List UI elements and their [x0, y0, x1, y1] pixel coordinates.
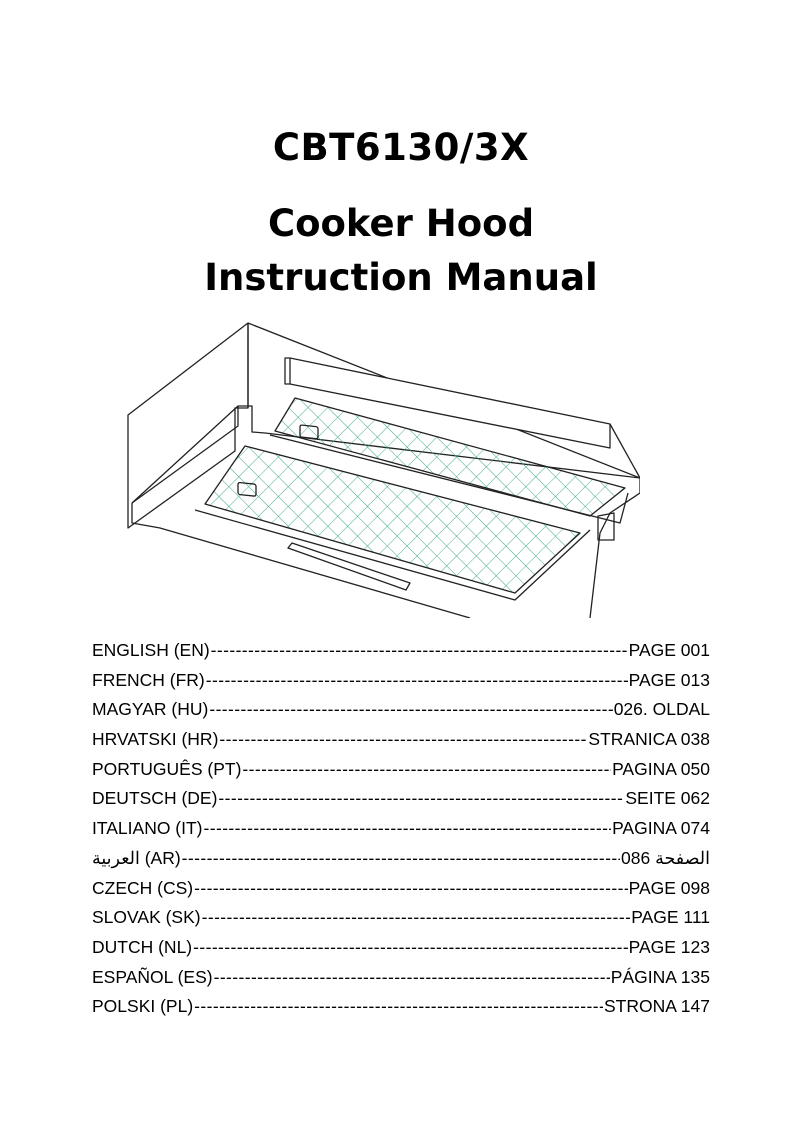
toc-page: PAGINA 050: [612, 758, 710, 779]
toc-entry-pl[interactable]: POLSKI (PL) STRONA 147: [92, 996, 710, 1026]
toc-language: POLSKI (PL): [92, 996, 194, 1017]
toc-entry-hu[interactable]: MAGYAR (HU) 026. OLDAL: [92, 699, 710, 729]
toc-language: ENGLISH (EN): [92, 640, 210, 660]
toc-entry-cs[interactable]: CZECH (CS) PAGE 098: [92, 878, 710, 908]
toc-page: PAGE 001: [628, 640, 710, 660]
document-title-line1: Cooker Hood: [267, 202, 535, 245]
toc-page: PAGE 123: [628, 936, 710, 957]
toc-page: PAGE 111: [631, 907, 710, 928]
document-title-line2: Instruction Manual: [204, 256, 598, 299]
toc-language: ITALIANO (IT): [92, 818, 203, 839]
toc-entry-ar[interactable]: العربية (AR) 086 الصفحة: [92, 848, 710, 878]
toc-entry-hr[interactable]: HRVATSKI (HR) STRANICA 038: [92, 729, 710, 759]
toc-page: PAGINA 074: [612, 818, 710, 839]
toc-page: 086 الصفحة: [621, 847, 710, 868]
toc-page: 026. OLDAL: [613, 699, 710, 720]
toc-language: SLOVAK (SK): [92, 907, 201, 928]
toc-leader: [193, 937, 627, 958]
toc-entry-nl[interactable]: DUTCH (NL) PAGE 123: [92, 937, 710, 967]
model-number: CBT6130/3X: [272, 126, 530, 169]
toc-language: PORTUGUÊS (PT): [92, 758, 242, 779]
toc-entry-en[interactable]: ENGLISH (EN) PAGE 001: [92, 640, 710, 670]
toc-leader: [194, 878, 628, 899]
toc-page: PÁGINA 135: [610, 966, 710, 987]
toc-leader: [206, 670, 628, 691]
toc-entry-it[interactable]: ITALIANO (IT) PAGINA 074: [92, 818, 710, 848]
toc-leader: [219, 729, 587, 750]
toc-language: DUTCH (NL): [92, 936, 193, 957]
toc-page: PAGE 098: [628, 877, 710, 898]
toc-page: PAGE 013: [628, 669, 710, 690]
toc-entry-de[interactable]: DEUTSCH (DE) SEITE 062: [92, 788, 710, 818]
cooker-hood-illustration: [127, 322, 640, 618]
toc-page: SEITE 062: [625, 788, 710, 809]
toc-leader: [214, 967, 610, 988]
toc-leader: [202, 907, 631, 928]
toc-leader: [194, 996, 603, 1017]
toc-leader: [242, 759, 611, 780]
toc-language: FRENCH (FR): [92, 669, 205, 690]
toc-language: CZECH (CS): [92, 877, 194, 898]
language-table-of-contents: ENGLISH (EN) PAGE 001 FRENCH (FR) PAGE 013…: [92, 640, 710, 1026]
toc-leader: [218, 788, 624, 809]
toc-leader: [182, 848, 620, 869]
toc-page: STRONA 147: [603, 996, 710, 1017]
toc-leader: [204, 818, 612, 839]
toc-language: العربية (AR): [92, 847, 181, 868]
toc-page: STRANICA 038: [588, 729, 710, 750]
toc-language: DEUTSCH (DE): [92, 788, 218, 809]
toc-leader: [209, 699, 612, 720]
toc-language: MAGYAR (HU): [92, 699, 209, 720]
toc-entry-sk[interactable]: SLOVAK (SK) PAGE 111: [92, 907, 710, 937]
toc-language: HRVATSKI (HR): [92, 729, 219, 750]
toc-leader: [211, 640, 628, 661]
toc-entry-pt[interactable]: PORTUGUÊS (PT) PAGINA 050: [92, 759, 710, 789]
toc-language: ESPAÑOL (ES): [92, 966, 213, 987]
toc-entry-fr[interactable]: FRENCH (FR) PAGE 013: [92, 670, 710, 700]
toc-entry-es[interactable]: ESPAÑOL (ES) PÁGINA 135: [92, 967, 710, 997]
